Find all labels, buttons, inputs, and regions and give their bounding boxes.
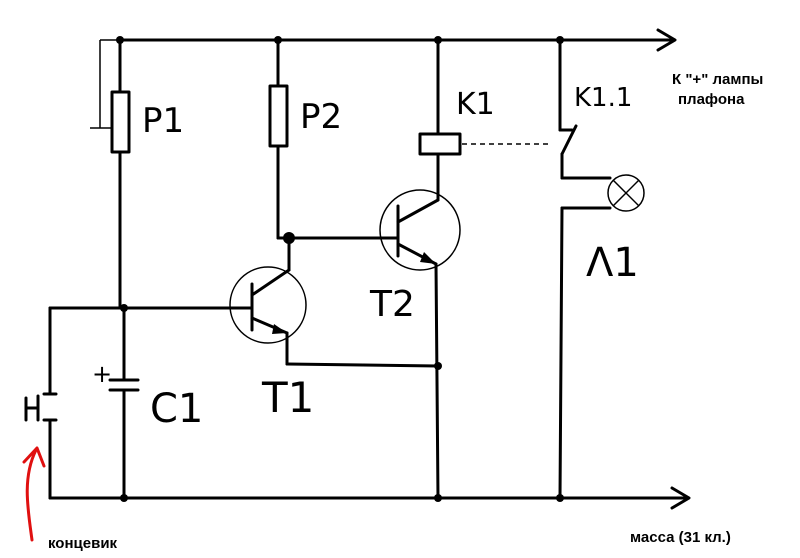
lamp-note-line1: К "+" лампы: [672, 71, 763, 88]
lamp-note-line2: плафона: [678, 91, 745, 108]
lamp-l1: [558, 174, 645, 500]
positive-rail: [116, 28, 677, 52]
resistor-p1: [90, 38, 131, 310]
ground-note: масса (31 кл.): [630, 529, 731, 546]
label-p1: P1: [142, 101, 184, 141]
label-t1: T1: [261, 373, 314, 422]
capacitor-c1: [108, 304, 140, 500]
label-l1: Λ1: [586, 240, 639, 286]
relay-contact-k1-1: [558, 38, 612, 180]
transistor-t1: [122, 236, 440, 368]
resistor-p2: [268, 38, 394, 244]
label-p2: P2: [300, 97, 342, 137]
label-c1: C1: [150, 386, 203, 432]
switch-pointer-arrow: [22, 446, 46, 542]
relay-k1: [418, 38, 552, 202]
switch-note: концевик: [48, 535, 118, 552]
label-k1-1: K1.1: [574, 83, 632, 113]
ground-rail: [48, 486, 691, 510]
label-t2: T2: [369, 284, 415, 325]
label-k1: K1: [456, 87, 495, 122]
transistor-t2: [379, 189, 461, 500]
door-switch: [24, 306, 126, 500]
label-plus: +: [92, 360, 112, 388]
